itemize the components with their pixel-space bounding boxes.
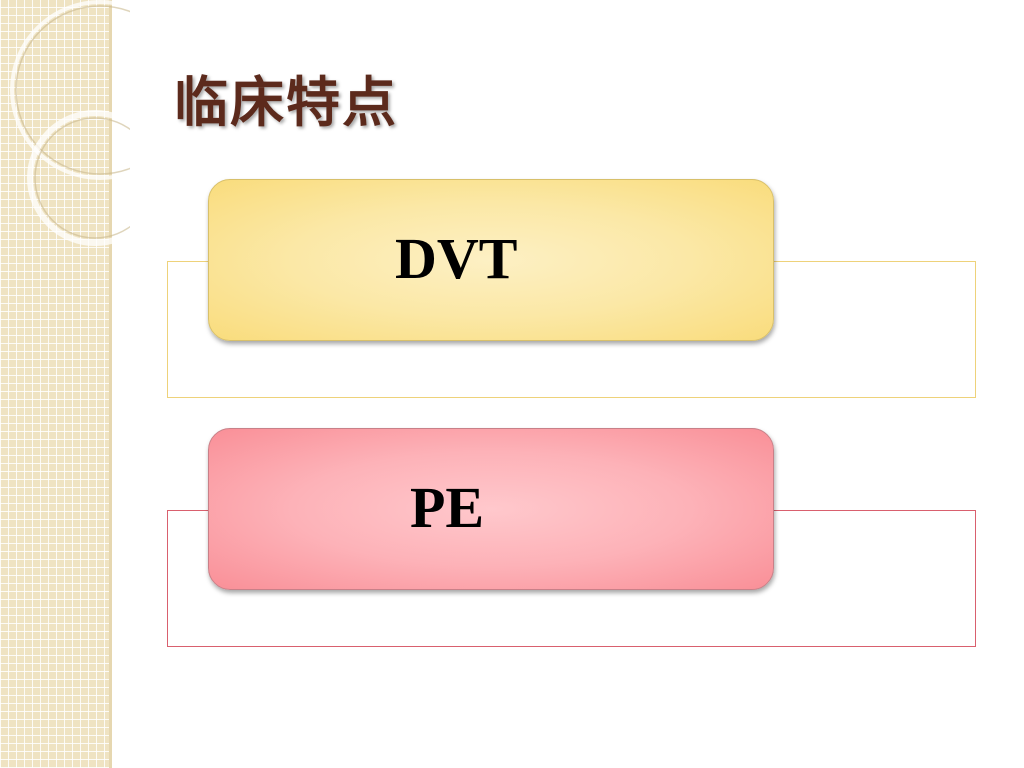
pe-heading-card: PE: [208, 428, 774, 590]
decorative-ring-large-edge: [15, 5, 130, 175]
decorative-ring-small: [27, 110, 130, 246]
pe-heading-label: PE: [410, 475, 485, 540]
slide-title: 临床特点: [174, 71, 398, 134]
dvt-heading-label: DVT: [395, 226, 518, 291]
dvt-heading-card: DVT: [208, 179, 774, 341]
decorative-ring-small-edge: [34, 117, 130, 239]
decorative-ring-large: [10, 0, 130, 180]
decorative-rings: [10, 0, 130, 246]
